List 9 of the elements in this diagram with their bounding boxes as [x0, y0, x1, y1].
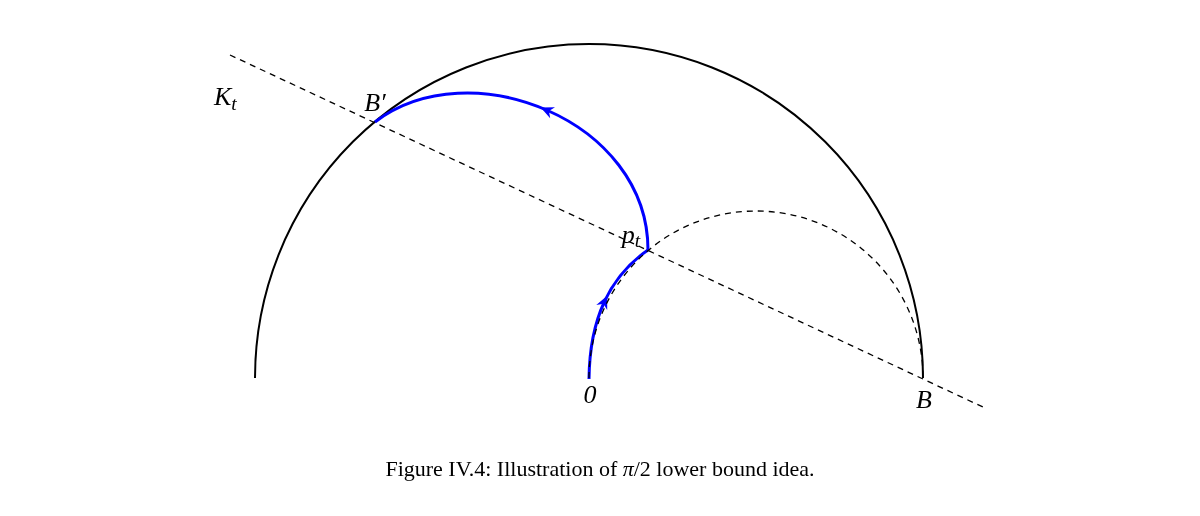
- caption: Figure IV.4: Illustration of π/2 lower bound idea.: [384, 455, 816, 483]
- arrow-curve: [587, 248, 649, 380]
- dashed-arc: [588, 210, 924, 379]
- line-label: K$_{t}$: [214, 84, 237, 110]
- arrow-curve: [374, 91, 650, 251]
- point-label: B: [912, 384, 936, 416]
- point-label: p$_{t}$: [614, 219, 648, 250]
- point-label: B′: [355, 84, 395, 122]
- point-label: 0: [579, 379, 601, 411]
